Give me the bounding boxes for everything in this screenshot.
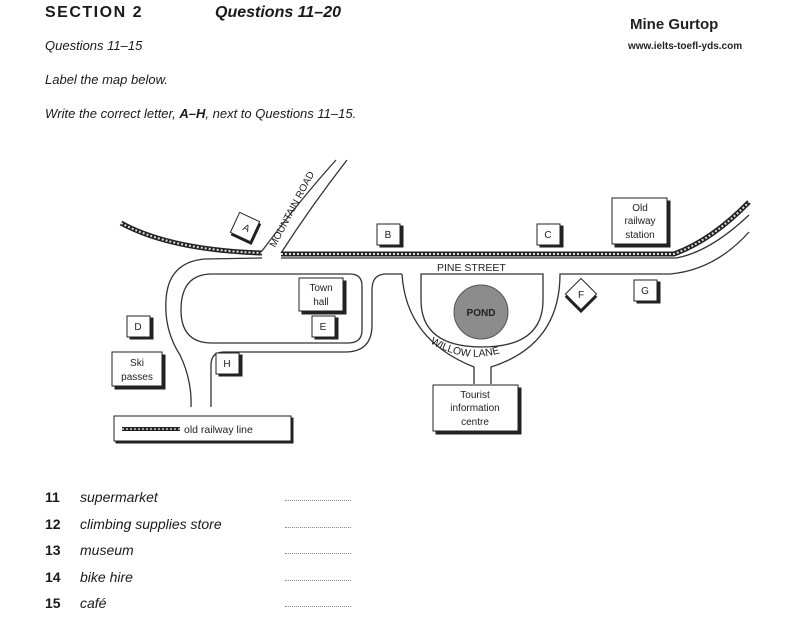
letter-d: D	[134, 322, 141, 333]
road-edge	[165, 257, 263, 408]
road-outlines	[165, 159, 750, 408]
question-label: climbing supplies store	[80, 516, 222, 532]
question-number: 13	[45, 542, 61, 558]
instruction-text: .	[352, 106, 357, 121]
mountain-road-edge	[261, 159, 337, 252]
old-station-label: station	[625, 230, 654, 241]
question-number: 14	[45, 569, 61, 585]
road-edge	[210, 273, 402, 407]
ski-passes-box	[111, 351, 166, 390]
instruction-text: Write the correct letter,	[45, 106, 180, 121]
legend-label: old railway line	[184, 424, 253, 436]
instruction-label-map: Label the map below.	[45, 72, 168, 87]
letter-a: A	[241, 222, 252, 235]
old-station-label: Old	[632, 203, 648, 214]
instruction-letters: A–H	[179, 106, 206, 121]
ski-passes-label: Ski	[130, 358, 144, 369]
pine-street-edge	[281, 214, 750, 259]
letter-g: G	[641, 286, 649, 297]
letter-h: H	[223, 359, 230, 370]
letter-f: F	[578, 290, 584, 301]
author-name: Mine Gurtop	[630, 16, 719, 33]
ski-passes-label: passes	[121, 372, 153, 383]
question-label: café	[80, 595, 107, 611]
willow-lane-label: WILLOW LANE	[429, 335, 501, 360]
town-hall-label: Town	[309, 283, 332, 294]
old-railway-line	[119, 200, 751, 257]
letter-b: B	[385, 230, 392, 241]
letter-box-d	[126, 315, 154, 340]
tourist-info-label: information	[450, 403, 499, 414]
question-label: bike hire	[80, 569, 133, 585]
instruction-range: 11–15	[317, 106, 353, 121]
answer-blank[interactable]	[285, 527, 351, 528]
answer-blank[interactable]	[285, 580, 351, 581]
question-number: 11	[45, 489, 60, 505]
willow-lane-edge	[401, 273, 475, 384]
pond-label: POND	[467, 308, 496, 319]
answer-blank[interactable]	[285, 500, 351, 501]
instruction-text: , next to Questions	[205, 106, 318, 121]
answer-blank[interactable]	[285, 606, 351, 607]
letter-box-e	[311, 315, 339, 340]
town-hall-box	[298, 277, 347, 315]
question-number: 12	[45, 516, 61, 532]
mountain-road-edge	[280, 159, 348, 254]
letter-box-f	[564, 277, 598, 314]
letter-box-h	[215, 352, 243, 377]
tourist-info-label: centre	[461, 417, 489, 428]
instruction-write-letter: Write the correct letter, A–H, next to Q…	[45, 106, 356, 121]
old-station-label: railway	[624, 216, 655, 227]
question-label: museum	[80, 542, 134, 558]
website-url: www.ielts-toefl-yds.com	[628, 41, 743, 52]
tourist-info-box	[432, 384, 522, 435]
pine-street-label: PINE STREET	[437, 262, 506, 274]
willow-lane-edge	[490, 231, 750, 384]
question-number: 15	[45, 595, 61, 611]
willow-lane-text: WILLOW LANE	[429, 335, 501, 360]
letter-e: E	[320, 322, 327, 333]
answer-blank[interactable]	[285, 553, 351, 554]
letter-c: C	[544, 230, 551, 241]
subrange-heading: Questions 11–15	[45, 38, 143, 53]
tourist-info-label: Tourist	[460, 390, 490, 401]
questions-range-heading: Questions 11–20	[215, 4, 341, 21]
letter-box-a	[229, 211, 262, 245]
old-railway-station-box	[611, 197, 671, 248]
letter-box-b	[376, 223, 404, 248]
town-hall-label: hall	[313, 297, 329, 308]
road-edge	[180, 273, 363, 344]
question-label: supermarket	[80, 489, 158, 505]
willow-lane-edge	[420, 273, 544, 348]
section-heading: SECTION 2	[45, 4, 143, 21]
pond	[453, 284, 509, 340]
letter-box-c	[536, 223, 564, 248]
letter-box-g	[633, 279, 661, 304]
